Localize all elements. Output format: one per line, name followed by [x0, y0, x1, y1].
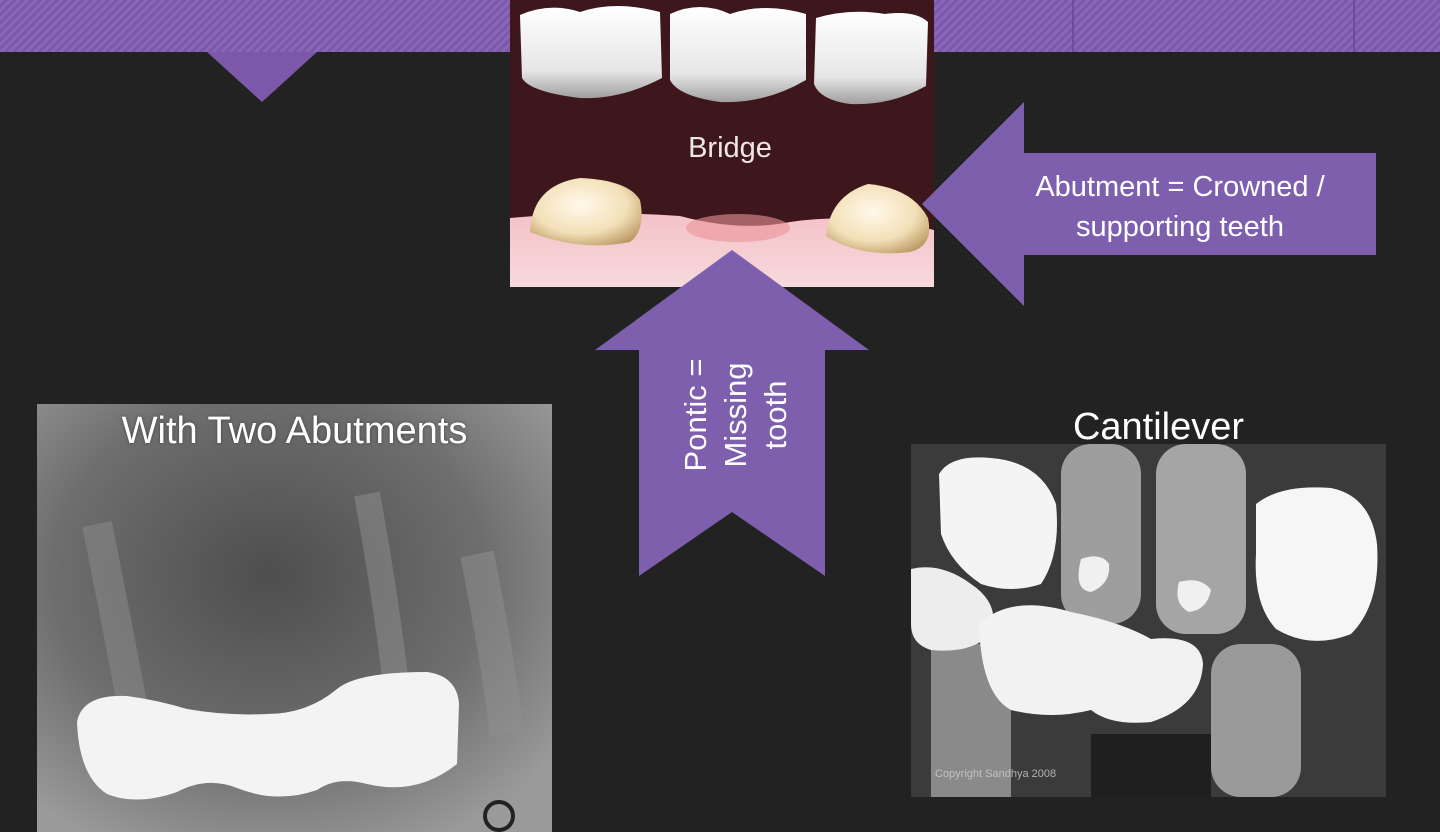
bridge-illustration: Bridge: [510, 0, 934, 287]
xray-two-abutments: [37, 404, 552, 832]
pontic-label: Pontic = Missing tooth: [676, 265, 793, 565]
xray-left-title: With Two Abutments: [121, 410, 468, 452]
pontic-label-line1: Pontic =: [678, 358, 713, 472]
band-divider: [1353, 0, 1355, 52]
pontic-label-line2: Missing: [718, 362, 753, 468]
bridge-drawing: [510, 6, 934, 287]
xray-right-title: Cantilever: [1072, 406, 1245, 448]
abutment-label-line2: supporting teeth: [1076, 211, 1284, 243]
xray-cantilever: [911, 444, 1386, 797]
band-divider: [1072, 0, 1074, 52]
abutment-arrow: [922, 102, 1376, 306]
abutment-label-line1: Abutment = Crowned /: [1035, 171, 1325, 203]
band-notch-triangle: [207, 52, 317, 102]
pontic-arrow: [595, 250, 869, 576]
pontic-label-line3: tooth: [758, 380, 793, 450]
abutment-label: Abutment = Crowned / supporting teeth: [1000, 167, 1360, 247]
xray-copyright: Copyright Sandhya 2008: [935, 768, 1057, 780]
bridge-label: Bridge: [688, 132, 772, 164]
